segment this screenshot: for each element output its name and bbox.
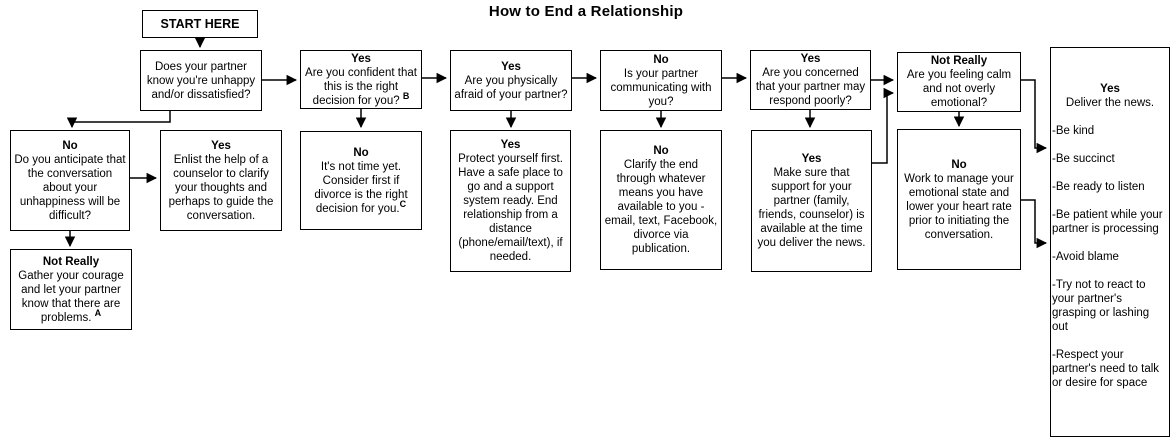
node-text: Make sure that support for your partner … xyxy=(757,167,866,249)
list-item: Try not to react to your partner's grasp… xyxy=(1052,278,1168,334)
node-label: No xyxy=(353,146,369,159)
node-deliver-news: Yes Deliver the news. Be kind Be succinc… xyxy=(1050,47,1170,437)
node-label: Yes xyxy=(351,52,371,65)
node-physically-afraid: Yes Are you physically afraid of your pa… xyxy=(450,50,572,111)
node-label: Not Really xyxy=(42,255,100,268)
node-text: Protect yourself first. Have a safe plac… xyxy=(458,153,563,263)
node-label: No xyxy=(951,158,967,171)
node-label: Yes xyxy=(501,60,521,73)
node-manage-emotions: No Work to manage your emotional state a… xyxy=(897,129,1021,270)
node-partner-knows: Does your partner know you're unhappy an… xyxy=(140,50,262,111)
node-not-time-yet: No It's not time yet. Consider first if … xyxy=(300,131,422,230)
list-item: Be ready to listen xyxy=(1052,180,1168,194)
node-label: Not Really xyxy=(930,55,988,67)
node-text: Clarify the end through whatever means y… xyxy=(604,159,718,255)
arrow-support-to-calm xyxy=(872,87,895,164)
node-enlist-counselor: Yes Enlist the help of a counselor to cl… xyxy=(160,130,282,231)
footnote-marker-c: C xyxy=(399,198,407,209)
arrow-manage-to-deliver xyxy=(1021,199,1048,249)
arrow-calm-to-deliver xyxy=(1021,79,1048,154)
footnote-marker-a: A xyxy=(94,307,102,318)
list-item: Be succinct xyxy=(1052,152,1168,166)
arrow-q1-to-anticipate xyxy=(66,111,171,129)
node-gather-courage: Not Really Gather your courage and let y… xyxy=(10,249,132,330)
list-item: Avoid blame xyxy=(1052,250,1168,264)
node-text: Does your partner know you're unhappy an… xyxy=(146,60,256,101)
node-text: Do you anticipate that the conversation … xyxy=(14,153,126,222)
node-feeling-calm: Not Really Are you feeling calm and not … xyxy=(897,52,1021,112)
node-text: It's not time yet. Consider first if div… xyxy=(314,160,408,215)
node-text: Are you feeling calm and not overly emot… xyxy=(906,69,1012,109)
node-label: No xyxy=(62,139,78,152)
node-text: Enlist the help of a counselor to clarif… xyxy=(168,153,274,222)
node-support-available: Yes Make sure that support for your part… xyxy=(751,130,872,272)
node-text: Gather your courage and let your partner… xyxy=(18,269,124,324)
node-label: No xyxy=(653,53,669,66)
footnote-marker-b: B xyxy=(402,90,410,101)
node-label: Yes xyxy=(211,139,231,152)
node-partner-communicating: No Is your partner communicating with yo… xyxy=(600,50,722,111)
node-anticipate-difficult: No Do you anticipate that the conversati… xyxy=(10,130,130,231)
node-protect-yourself: Yes Protect yourself first. Have a safe … xyxy=(450,130,571,272)
node-text: Work to manage your emotional state and … xyxy=(904,172,1014,241)
node-text: Are you physically afraid of your partne… xyxy=(454,74,568,101)
node-concerned-respond-poorly: Yes Are you concerned that your partner … xyxy=(750,50,871,110)
node-confident-decision: Yes Are you confident that this is the r… xyxy=(300,50,422,109)
node-text: Are you confident that this is the right… xyxy=(305,66,417,107)
start-here-label: START HERE xyxy=(160,17,240,31)
start-here-box: START HERE xyxy=(142,10,258,38)
list-item: Respect your partner's need to talk or d… xyxy=(1052,348,1168,390)
node-label: No xyxy=(653,145,669,157)
node-label: Yes xyxy=(1100,83,1120,95)
node-clarify-end: No Clarify the end through whatever mean… xyxy=(600,130,722,270)
node-text: Are you concerned that your partner may … xyxy=(755,67,866,107)
list-item: Be kind xyxy=(1052,124,1168,138)
page-title: How to End a Relationship xyxy=(488,3,684,20)
node-label: Yes xyxy=(801,153,822,165)
node-text: Deliver the news. xyxy=(1065,97,1155,109)
node-label: Yes xyxy=(500,139,521,151)
list-item: Be patient while your partner is process… xyxy=(1052,208,1168,236)
deliver-tips-list: Be kind Be succinct Be ready to listen B… xyxy=(1052,124,1168,390)
node-text: Is your partner communicating with you? xyxy=(610,67,712,108)
node-label: Yes xyxy=(800,53,821,65)
